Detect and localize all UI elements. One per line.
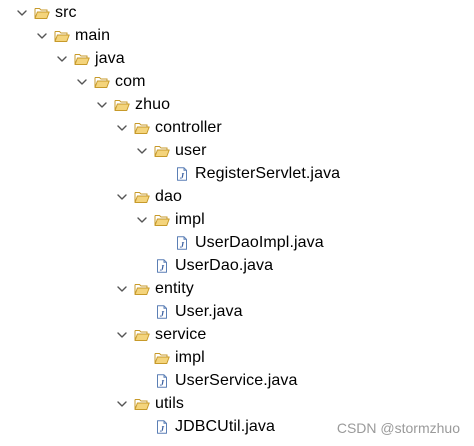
chevron-down-icon[interactable] (76, 76, 88, 88)
java-file-icon: J (174, 166, 190, 181)
tree-item-user[interactable]: user (136, 139, 207, 162)
tree-item-label: User.java (175, 303, 243, 320)
tree-item-zhuo[interactable]: zhuo (96, 93, 170, 116)
tree-item-service[interactable]: service (116, 323, 206, 346)
open-folder-icon (154, 351, 170, 365)
chevron-down-icon[interactable] (56, 53, 68, 65)
watermark: CSDN @stormzhuo (336, 420, 460, 436)
tree-item-dao[interactable]: dao (116, 185, 182, 208)
tree-item-label: UserService.java (175, 372, 298, 389)
open-folder-icon (154, 144, 170, 158)
tree-item-user-java[interactable]: J User.java (136, 300, 243, 323)
twisty-spacer (136, 260, 148, 272)
open-folder-icon (134, 121, 150, 135)
java-file-icon: J (154, 304, 170, 319)
chevron-down-icon[interactable] (116, 398, 128, 410)
svg-text:J: J (159, 377, 165, 387)
tree-item-label: main (75, 27, 111, 44)
open-folder-icon (54, 29, 70, 43)
chevron-down-icon[interactable] (136, 214, 148, 226)
tree-item-label: entity (155, 280, 194, 297)
tree-item-label: src (55, 4, 77, 21)
tree-item-label: JDBCUtil.java (175, 418, 275, 435)
twisty-spacer (136, 421, 148, 433)
tree-item-label: com (115, 73, 146, 90)
tree-item-label: controller (155, 119, 222, 136)
tree-item-src[interactable]: src (16, 1, 77, 24)
twisty-spacer (136, 375, 148, 387)
chevron-down-icon[interactable] (116, 122, 128, 134)
open-folder-icon (134, 190, 150, 204)
tree-item-label: zhuo (135, 96, 171, 113)
twisty-spacer (136, 306, 148, 318)
tree-item-entity[interactable]: entity (116, 277, 194, 300)
chevron-down-icon[interactable] (36, 30, 48, 42)
tree-item-userdao-java[interactable]: J UserDao.java (136, 254, 273, 277)
java-file-icon: J (154, 419, 170, 434)
tree-item-main[interactable]: main (36, 24, 110, 47)
tree-item-registerservlet-java[interactable]: J RegisterServlet.java (156, 162, 340, 185)
tree-item-label: UserDao.java (175, 257, 274, 274)
tree-item-impl[interactable]: impl (136, 208, 205, 231)
tree-item-controller[interactable]: controller (116, 116, 222, 139)
open-folder-icon (94, 75, 110, 89)
tree-item-label: utils (155, 395, 184, 412)
svg-text:J: J (159, 423, 165, 433)
tree-item-label: java (95, 50, 125, 67)
tree-item-impl[interactable]: impl (136, 346, 205, 369)
tree-item-java[interactable]: java (56, 47, 125, 70)
tree-item-label: impl (175, 349, 205, 366)
svg-text:J: J (179, 170, 185, 180)
tree-item-jdbcutil-java[interactable]: J JDBCUtil.java (136, 415, 275, 438)
chevron-down-icon[interactable] (116, 191, 128, 203)
svg-text:J: J (179, 239, 185, 249)
tree-item-label: RegisterServlet.java (195, 165, 341, 182)
tree-item-label: dao (155, 188, 182, 205)
open-folder-icon (134, 282, 150, 296)
tree-item-com[interactable]: com (76, 70, 146, 93)
chevron-down-icon[interactable] (116, 329, 128, 341)
chevron-down-icon[interactable] (16, 7, 28, 19)
open-folder-icon (134, 397, 150, 411)
tree-item-label: user (175, 142, 207, 159)
java-file-icon: J (174, 235, 190, 250)
open-folder-icon (154, 213, 170, 227)
tree-item-userdaoimpl-java[interactable]: J UserDaoImpl.java (156, 231, 324, 254)
java-file-icon: J (154, 258, 170, 273)
java-file-icon: J (154, 373, 170, 388)
twisty-spacer (136, 352, 148, 364)
tree-item-label: UserDaoImpl.java (195, 234, 324, 251)
open-folder-icon (34, 6, 50, 20)
tree-item-utils[interactable]: utils (116, 392, 184, 415)
tree-item-label: impl (175, 211, 205, 228)
open-folder-icon (74, 52, 90, 66)
tree-item-userservice-java[interactable]: J UserService.java (136, 369, 298, 392)
twisty-spacer (156, 168, 168, 180)
chevron-down-icon[interactable] (116, 283, 128, 295)
chevron-down-icon[interactable] (136, 145, 148, 157)
open-folder-icon (114, 98, 130, 112)
svg-text:J: J (159, 262, 165, 272)
chevron-down-icon[interactable] (96, 99, 108, 111)
twisty-spacer (156, 237, 168, 249)
svg-text:J: J (159, 308, 165, 318)
tree-item-label: service (155, 326, 207, 343)
open-folder-icon (134, 328, 150, 342)
